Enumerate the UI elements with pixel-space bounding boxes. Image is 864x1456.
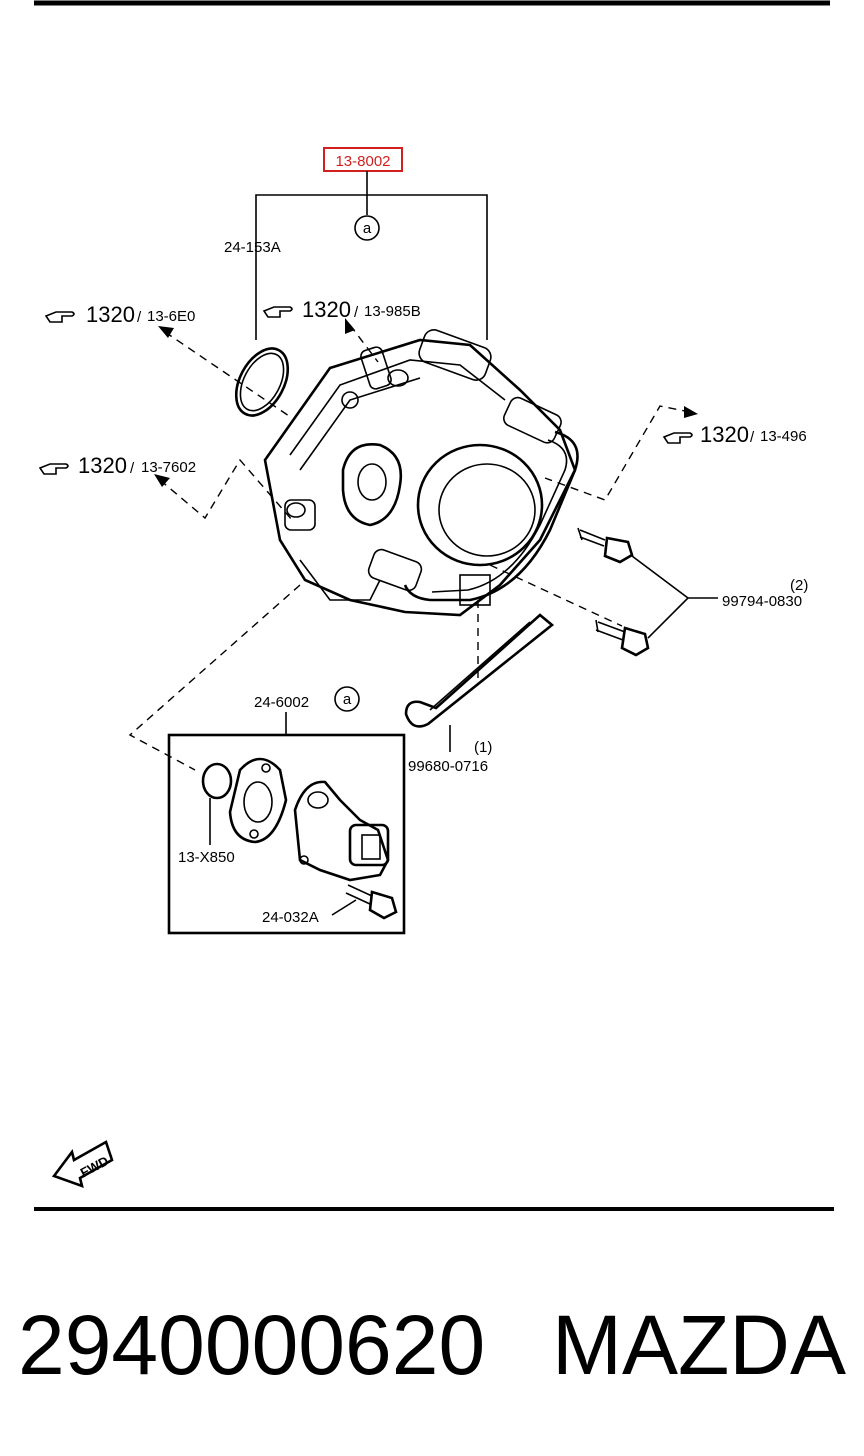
svg-text:FWD: FWD <box>78 1153 111 1180</box>
pointing-hand-icon <box>38 463 69 475</box>
valve-bolt-label: 24-032A <box>262 909 319 926</box>
svg-text:1320: 1320 <box>700 422 749 447</box>
suction-control-valve[interactable] <box>293 780 390 882</box>
highlighted-part-label[interactable]: 13-8002 <box>335 153 390 170</box>
oring-small[interactable] <box>201 762 233 800</box>
valve-bolt[interactable] <box>345 884 398 920</box>
svg-text:13-7602: 13-7602 <box>141 459 196 476</box>
svg-text:13-6E0: 13-6E0 <box>147 308 195 325</box>
svg-text:13-496: 13-496 <box>760 428 807 445</box>
bolt-qty: (2) <box>790 577 808 594</box>
ref-13-6E0[interactable]: 1320 / 13-6E0 <box>44 302 195 327</box>
ref-13-985B[interactable]: 1320 / 13-985B <box>262 297 421 322</box>
gasket[interactable] <box>228 757 288 844</box>
svg-text:/: / <box>750 429 755 446</box>
svg-text:1320: 1320 <box>302 297 351 322</box>
bolt-upper[interactable] <box>577 527 634 564</box>
oring-top <box>234 347 290 417</box>
svg-text:/: / <box>130 460 135 477</box>
svg-text:13-985B: 13-985B <box>364 303 421 320</box>
pointing-hand-icon <box>662 432 693 444</box>
svg-text:1320: 1320 <box>86 302 135 327</box>
footer-part-number: 2940000620 <box>18 1298 486 1392</box>
callout-a-top-label: a <box>363 220 372 237</box>
ref-13-7602[interactable]: 1320 / 13-7602 <box>38 453 196 478</box>
highlight-box[interactable] <box>323 147 403 172</box>
pointing-hand-icon <box>262 306 293 318</box>
fuel-pump-illustration[interactable] <box>263 327 579 617</box>
callout-a-bottom <box>334 686 360 712</box>
valve-assy-label[interactable]: 24-6002 <box>254 694 309 711</box>
hose-qty: (1) <box>474 739 492 756</box>
bolt-lower[interactable] <box>595 619 650 657</box>
footer-brand: MAZDA <box>552 1298 846 1392</box>
hose-part-label[interactable]: 99680-0716 <box>408 758 488 775</box>
hose[interactable] <box>404 613 555 728</box>
pointing-hand-icon <box>44 311 75 323</box>
valve-detail-box <box>167 733 406 935</box>
callout-a-top <box>354 215 380 241</box>
bolt-part-label[interactable]: 99794-0830 <box>722 593 802 610</box>
fwd-arrow-icon: FWD <box>51 1140 114 1189</box>
oring-top-label: 24-153A <box>224 239 281 256</box>
svg-text:1320: 1320 <box>78 453 127 478</box>
ref-13-496[interactable]: 1320 / 13-496 <box>662 422 807 447</box>
svg-text:/: / <box>137 309 142 326</box>
callout-a-bottom-label: a <box>343 691 352 708</box>
svg-text:/: / <box>354 304 359 321</box>
oring-small-label: 13-X850 <box>178 849 235 866</box>
